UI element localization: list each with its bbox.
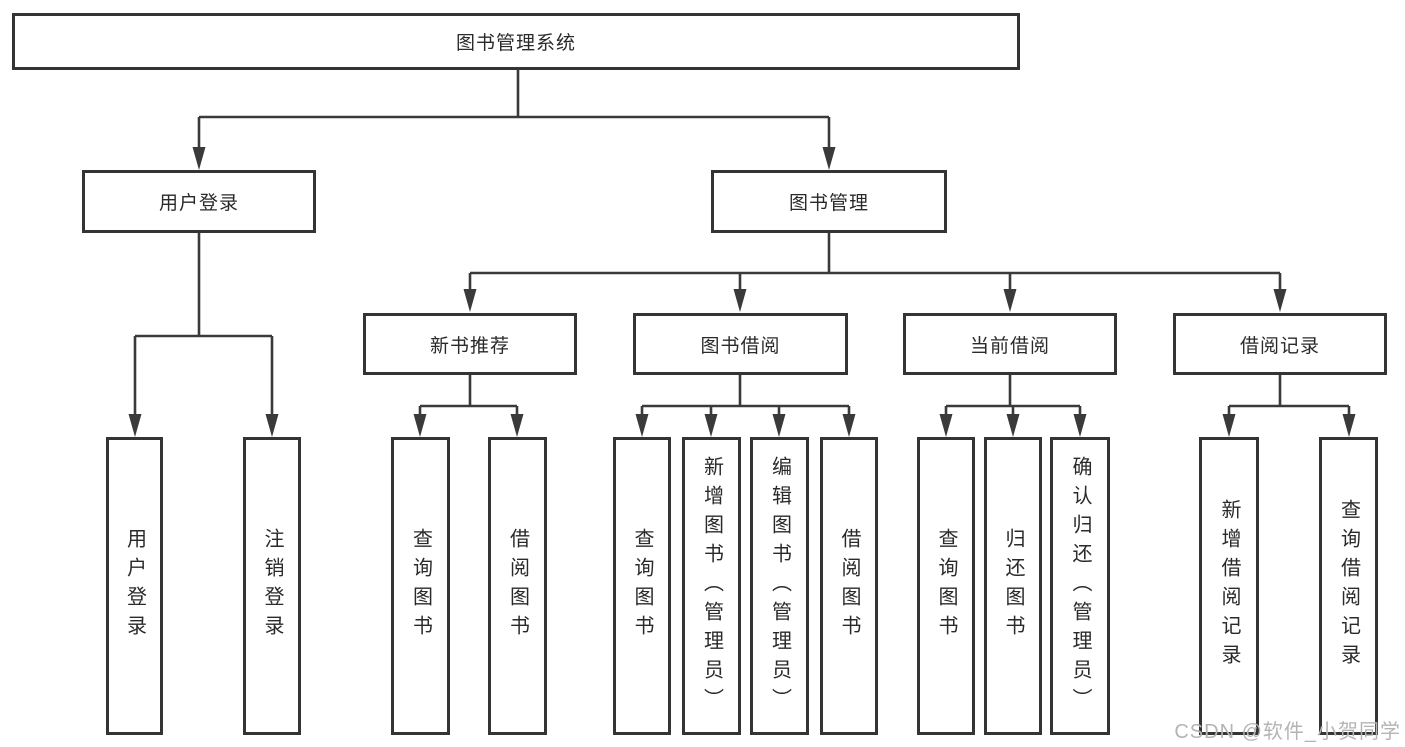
- arrow-to-login: [192, 147, 206, 170]
- node-book-management-label: 图书管理: [788, 193, 869, 214]
- arrow-leaf: [510, 414, 524, 437]
- node-new-book-recommend: 新书推荐: [363, 313, 577, 375]
- arrow-to-recommend: [463, 289, 477, 312]
- node-book-management: 图书管理: [711, 170, 947, 233]
- node-current-borrow: 当前借阅: [903, 313, 1117, 375]
- leaf-edit-book-admin-label: 编辑图书（管理员）: [768, 455, 791, 717]
- node-user-login: 用户登录: [82, 170, 316, 233]
- connector-login-branch: [133, 334, 274, 419]
- leaf-confirm-return-admin: 确认归还（管理员）: [1050, 437, 1110, 735]
- arrow-to-borrow: [733, 289, 747, 312]
- connector-level3-branch: [468, 271, 1282, 292]
- node-new-book-recommend-label: 新书推荐: [429, 335, 510, 357]
- node-user-login-label: 用户登录: [158, 193, 239, 214]
- leaf-borrow-book-1: 借阅图书: [488, 437, 547, 735]
- arrow-to-record: [1273, 289, 1287, 312]
- leaf-add-borrow-record-label: 新增借阅记录: [1218, 499, 1240, 673]
- leaf-user-login: 用户登录: [106, 437, 163, 735]
- leaf-logout-label: 注销登录: [261, 528, 283, 644]
- leaf-return-book: 归还图书: [984, 437, 1042, 735]
- arrow-leaf: [635, 414, 649, 437]
- leaf-logout: 注销登录: [243, 437, 301, 735]
- connector-record-branch: [1227, 375, 1351, 419]
- leaf-query-book-3-label: 查询图书: [935, 528, 957, 644]
- leaf-confirm-return-admin-label: 确认归还（管理员）: [1069, 455, 1091, 717]
- leaf-query-borrow-record: 查询借阅记录: [1319, 437, 1378, 735]
- connector-current-branch: [944, 375, 1082, 419]
- connector-recommend-branch: [418, 375, 519, 419]
- csdn-watermark: CSDN @软件_小贺同学: [1174, 721, 1401, 743]
- arrow-leaf: [842, 414, 856, 437]
- arrow-leaf: [1222, 414, 1236, 437]
- node-root-label: 图书管理系统: [455, 33, 576, 54]
- arrow-leaf: [772, 414, 786, 437]
- arrow-to-mgmt: [822, 147, 836, 170]
- leaf-add-book-admin-label: 新增图书（管理员）: [700, 455, 723, 717]
- node-borrow-record-label: 借阅记录: [1239, 335, 1320, 357]
- arrow-leaf: [413, 414, 427, 437]
- arrow-leaf: [265, 414, 279, 437]
- leaf-borrow-book-2: 借阅图书: [820, 437, 878, 735]
- leaf-query-book-2: 查询图书: [613, 437, 671, 735]
- arrow-leaf: [1006, 414, 1020, 437]
- node-current-borrow-label: 当前借阅: [969, 335, 1050, 357]
- connector-level2-branch: [197, 115, 831, 150]
- arrow-leaf: [939, 414, 953, 437]
- connector-borrow-branch: [640, 375, 851, 419]
- node-book-borrow: 图书借阅: [633, 313, 848, 375]
- leaf-edit-book-admin: 编辑图书（管理员）: [750, 437, 809, 735]
- arrow-leaf: [704, 414, 718, 437]
- arrow-leaf: [128, 414, 142, 437]
- leaf-query-book-1-label: 查询图书: [409, 528, 432, 644]
- leaf-query-book-2-label: 查询图书: [631, 528, 653, 644]
- leaf-query-book-3: 查询图书: [917, 437, 975, 735]
- leaf-borrow-book-2-label: 借阅图书: [838, 528, 860, 644]
- arrow-leaf: [1342, 414, 1356, 437]
- node-book-borrow-label: 图书借阅: [700, 335, 781, 357]
- leaf-return-book-label: 归还图书: [1002, 528, 1024, 644]
- leaf-add-book-admin: 新增图书（管理员）: [682, 437, 741, 735]
- leaf-add-borrow-record: 新增借阅记录: [1199, 437, 1259, 735]
- leaf-user-login-label: 用户登录: [123, 528, 146, 644]
- node-root: 图书管理系统: [12, 13, 1020, 70]
- node-borrow-record: 借阅记录: [1173, 313, 1387, 375]
- leaf-query-borrow-record-label: 查询借阅记录: [1337, 499, 1360, 673]
- arrow-to-current: [1003, 289, 1017, 312]
- leaf-query-book-1: 查询图书: [391, 437, 450, 735]
- arrow-leaf: [1073, 414, 1087, 437]
- leaf-borrow-book-1-label: 借阅图书: [506, 528, 529, 644]
